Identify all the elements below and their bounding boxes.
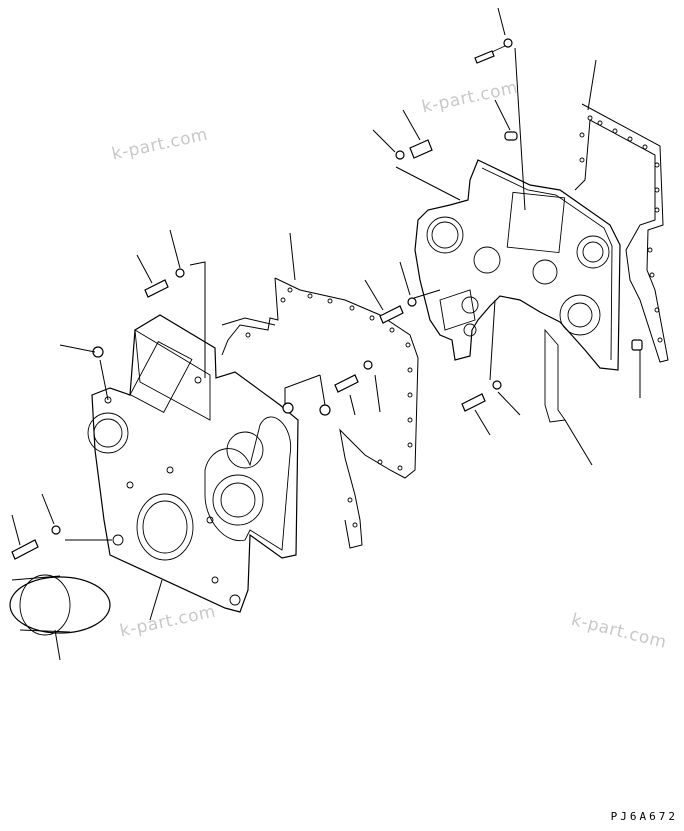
- washer-icon: [407, 297, 417, 307]
- washer-icon: [363, 360, 373, 370]
- leader-lines: [11, 7, 641, 661]
- plug-icon: [631, 339, 643, 351]
- washer-icon: [492, 380, 502, 390]
- washer-icon: [51, 525, 61, 535]
- dowel-pin-icon: [319, 404, 331, 416]
- bolt-icon: [11, 539, 39, 560]
- drawing-code: PJ6A672: [610, 810, 678, 823]
- front-gasket: [221, 277, 419, 549]
- bolt-icon: [474, 45, 506, 64]
- rear-gasket: [574, 103, 669, 363]
- front-cover: [87, 314, 299, 613]
- dowel-pin-icon: [282, 402, 294, 414]
- washer-icon: [395, 150, 405, 160]
- bolt-icon: [379, 305, 404, 324]
- bolt-group: [11, 38, 643, 560]
- washer-icon: [175, 268, 185, 278]
- crankshaft-oil-seal: [9, 574, 111, 636]
- timing-gear-case-plate: [414, 159, 621, 423]
- bolt-icon: [334, 374, 359, 393]
- bolt-icon: [461, 393, 486, 412]
- bolt-icon: [144, 279, 169, 298]
- bolt-icon: [409, 139, 433, 159]
- dowel-pin-icon: [504, 131, 518, 141]
- washer-icon: [503, 38, 513, 48]
